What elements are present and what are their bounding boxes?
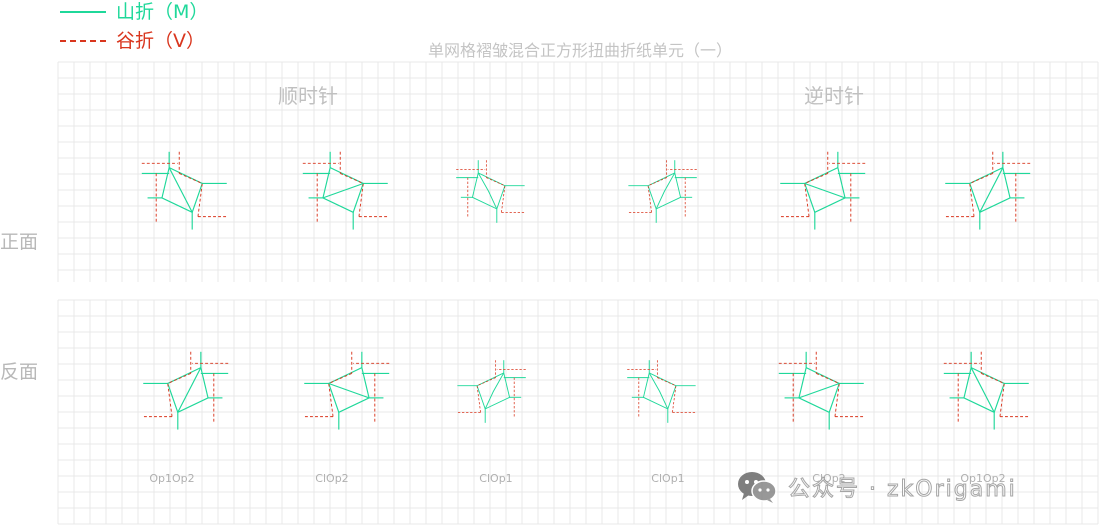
valley-line-swatch <box>60 40 106 42</box>
caption-3: ClOp1 <box>479 472 513 485</box>
valley-crease <box>647 177 667 187</box>
valley-crease <box>804 183 810 217</box>
mountain-crease <box>655 172 676 210</box>
mountain-crease <box>798 382 840 399</box>
valley-crease <box>969 172 993 184</box>
valley-crease <box>834 383 840 417</box>
caption-6: Op1Op2 <box>960 472 1006 485</box>
counterclockwise-heading: 逆时针 <box>804 84 864 108</box>
mountain-crease <box>963 367 1005 414</box>
watermark-text: 公众号 · zkOrigami <box>788 477 1017 503</box>
valley-crease <box>197 183 203 217</box>
front-unit-6 <box>945 151 1031 230</box>
front-unit-1 <box>141 151 227 230</box>
back-side-label: 反面 <box>0 361 39 383</box>
back-unit-4 <box>627 360 696 423</box>
back-unit-3 <box>457 360 526 423</box>
valley-crease <box>179 172 203 184</box>
valley-crease <box>969 183 975 217</box>
back-unit-1 <box>143 351 229 430</box>
legend-valley: 谷折（V） <box>60 29 205 53</box>
legend-mountain-label: 山折（M） <box>116 1 209 23</box>
watermark: 公众号 · zkOrigami <box>736 470 1017 504</box>
caption-4: ClOp1 <box>651 472 685 485</box>
valley-crease <box>476 385 481 413</box>
caption-2: ClOp2 <box>315 472 349 485</box>
valley-crease <box>476 377 496 387</box>
valley-crease <box>486 177 506 187</box>
valley-crease <box>672 385 677 413</box>
valley-crease <box>167 383 173 417</box>
front-unit-5 <box>780 151 866 230</box>
valley-crease <box>657 377 677 387</box>
front-unit-2 <box>302 151 388 230</box>
valley-crease <box>358 183 364 217</box>
valley-crease <box>647 185 652 213</box>
diagram-title: 单网格褶皱混合正方形扭曲折纸单元（一） <box>427 41 732 60</box>
valley-crease <box>340 172 364 184</box>
legend-mountain: 山折（M） <box>60 0 208 24</box>
valley-crease <box>501 185 506 213</box>
front-unit-3 <box>456 160 525 223</box>
valley-crease <box>804 172 828 184</box>
mountain-crease <box>970 367 995 413</box>
legend-valley-label: 谷折（V） <box>116 30 205 52</box>
valley-crease <box>328 383 334 417</box>
valley-crease <box>999 383 1005 417</box>
caption-5: ClOp2 <box>812 472 846 485</box>
clockwise-heading: 顺时针 <box>278 84 338 108</box>
mountain-crease <box>477 172 498 210</box>
mountain-crease <box>161 167 203 214</box>
mountain-crease <box>969 167 1011 214</box>
mountain-crease <box>648 372 669 410</box>
mountain-crease <box>328 367 370 414</box>
valley-crease <box>816 372 840 384</box>
back-unit-5 <box>778 351 864 430</box>
wechat-icon <box>738 472 777 503</box>
front-side-label: 正面 <box>0 231 39 253</box>
back-unit-2 <box>304 351 390 430</box>
mountain-crease <box>798 367 840 414</box>
mountain-line-swatch <box>60 11 106 13</box>
valley-crease <box>981 372 1005 384</box>
mountain-crease <box>177 367 202 413</box>
caption-1: Op1Op2 <box>149 472 195 485</box>
mountain-crease <box>322 167 364 214</box>
back-unit-6 <box>943 351 1029 430</box>
valley-crease <box>167 372 191 384</box>
mountain-crease <box>484 372 505 410</box>
front-unit-4 <box>628 160 697 223</box>
mountain-crease <box>328 382 370 399</box>
mountain-crease <box>322 182 364 199</box>
mountain-crease <box>979 167 1004 213</box>
mountain-crease <box>804 182 846 199</box>
mountain-crease <box>804 167 846 214</box>
valley-crease <box>328 372 352 384</box>
mountain-crease <box>167 367 209 414</box>
mountain-crease <box>168 167 193 213</box>
